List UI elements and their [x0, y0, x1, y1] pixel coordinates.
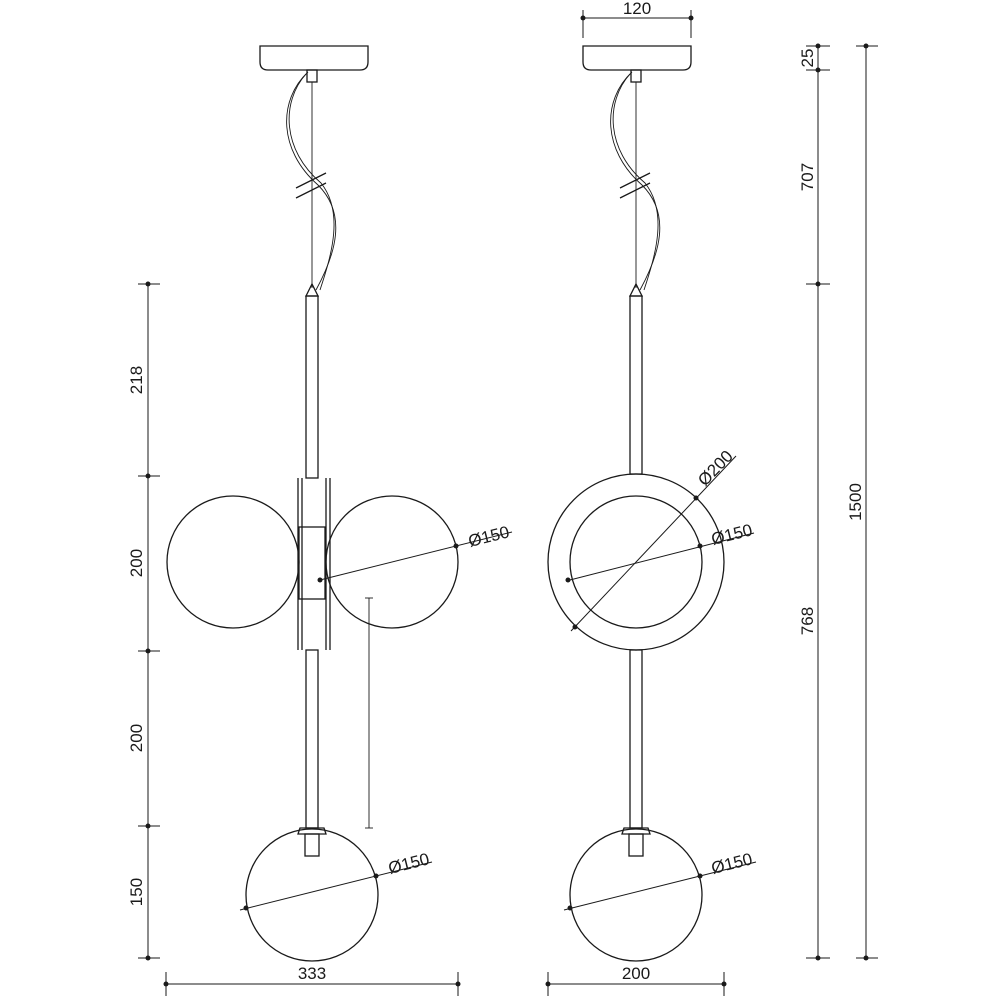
side-bottom-socket: [628, 833, 644, 857]
side-rod-lower: [629, 649, 643, 829]
dim-rod-top-label: 218: [127, 366, 146, 394]
dim-cable-length-label: 707: [798, 163, 817, 191]
right-dimension-chain: 25 707 768 1500: [798, 43, 878, 961]
dim-rod-lower-label: 200: [127, 724, 146, 752]
dim-canopy-height-label: 25: [798, 49, 817, 68]
horizontal-dimensions: 120 333 200: [163, 0, 727, 996]
dim-side-width-label: 200: [622, 964, 650, 983]
front-bottom-globe: [245, 828, 379, 962]
front-side-globe-diameter-label: Ø150: [466, 522, 511, 550]
side-bottom-globe-diameter-label: Ø150: [709, 849, 754, 877]
front-view: [166, 45, 459, 962]
front-canopy: [259, 45, 369, 71]
side-view: [547, 45, 725, 962]
front-right-globe: [325, 495, 459, 629]
side-break-mark: [619, 172, 651, 189]
front-bottom-globe-diameter-label: Ø150: [386, 849, 431, 877]
front-center-block: [298, 526, 326, 600]
front-canopy-connector: [306, 69, 318, 83]
ring-outer-diameter-label: Ø200: [694, 447, 737, 490]
dim-front-width-label: 333: [298, 964, 326, 983]
side-canopy: [582, 45, 692, 71]
front-bottom-socket: [304, 833, 320, 857]
side-break-mark: [619, 182, 651, 199]
dim-body-length-label: 768: [798, 607, 817, 635]
front-break-mark: [295, 172, 327, 189]
dim-ring-section-label: 200: [127, 549, 146, 577]
front-power-cable: [286, 71, 337, 291]
front-left-globe: [166, 495, 300, 629]
side-bottom-holder: [621, 827, 651, 835]
dim-bottom-globe-label: 150: [127, 878, 146, 906]
front-break-mark: [295, 182, 327, 199]
front-rod-upper: [305, 295, 319, 479]
left-dimension-chain: 218 200 200 150: [127, 281, 160, 961]
side-canopy-connector: [630, 69, 642, 83]
side-rod-upper: [629, 295, 643, 475]
dim-total-height-label: 1500: [846, 483, 865, 521]
front-rod-lower: [305, 649, 319, 829]
side-power-cable: [610, 71, 661, 291]
front-bottom-holder: [297, 827, 327, 835]
side-bottom-globe: [569, 828, 703, 962]
side-ring-inner: [569, 495, 703, 629]
dim-canopy-width-label: 120: [623, 0, 651, 18]
